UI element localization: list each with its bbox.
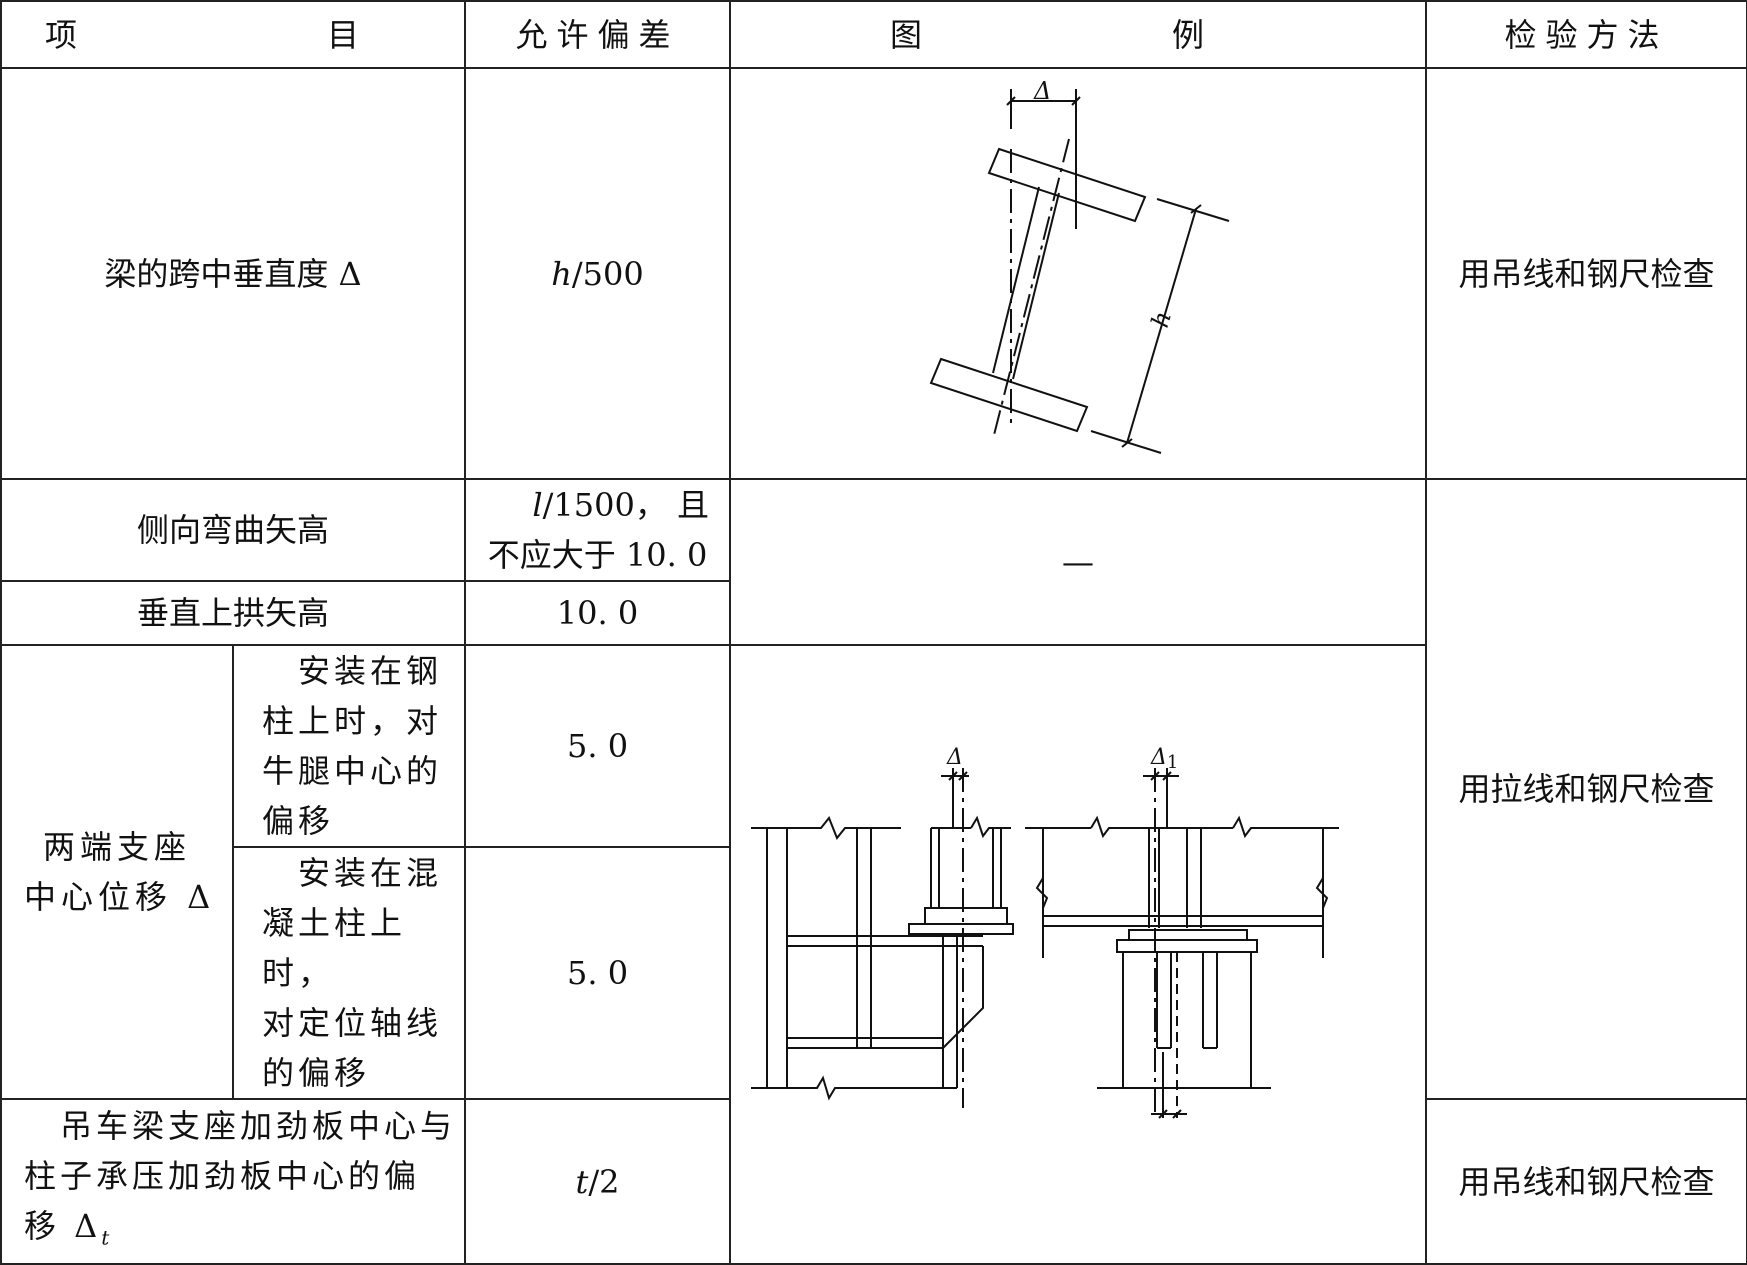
- sub-item-concrete-column: 安装在混 凝土柱上时， 对定位轴线 的偏移: [231, 846, 467, 1100]
- header-method: 检验方法: [1425, 0, 1747, 69]
- tolerance-concrete-column: 5. 0: [464, 846, 732, 1100]
- row-bearing-steel-column: 两端支座 中心位移 Δ 安装在钢 柱上时，对 牛腿中心的 偏移 5. 0: [0, 644, 1747, 1265]
- figure-none: —: [729, 478, 1428, 646]
- fig-h-label: h: [1146, 308, 1177, 331]
- header-row: 项 目 允许偏差 图 例 检验方法: [0, 0, 1747, 69]
- header-tolerance: 允许偏差: [464, 0, 732, 69]
- row-vertical-camber: 垂直上拱矢高 10. 0: [0, 580, 1747, 646]
- row-midspan-verticality: 梁的跨中垂直度 Δ h/500: [0, 67, 1747, 480]
- tolerance-midspan-verticality: h/500: [464, 67, 732, 480]
- sub-item-steel-column: 安装在钢 柱上时，对 牛腿中心的 偏移: [231, 644, 467, 848]
- fig-delta-label-left: Δ: [946, 745, 963, 770]
- item-midspan-verticality: 梁的跨中垂直度 Δ: [0, 67, 467, 480]
- item-stiffener-offset: 吊车梁支座加劲板中心与 柱子承压加劲板中心的偏 移 Δt: [0, 1098, 467, 1265]
- tolerance-stiffener-offset: t/2: [464, 1098, 732, 1265]
- bearing-offset-diagram: Δ Δ1: [731, 745, 1425, 1228]
- fig-delta1-label: Δ1: [1150, 745, 1178, 773]
- figure-tilted-beam: Δ h: [729, 67, 1428, 480]
- item-vertical-camber: 垂直上拱矢高: [0, 580, 467, 646]
- tolerance-steel-column: 5. 0: [464, 644, 732, 848]
- fig-delta-label: Δ: [1033, 77, 1051, 105]
- header-figure: 图 例: [729, 0, 1428, 69]
- method-lateral-and-bearing: 用拉线和钢尺检查: [1425, 478, 1747, 1100]
- tolerance-vertical-camber: 10. 0: [464, 580, 732, 646]
- tilted-i-beam-diagram: Δ h: [929, 77, 1425, 464]
- method-midspan-verticality: 用吊线和钢尺检查: [1425, 67, 1747, 480]
- row-lateral-bending: 侧向弯曲矢高 l/1500， 且 不应大于 10. 0 — 用拉线和钢尺检查: [0, 478, 1747, 1100]
- item-bearing-center-offset: 两端支座 中心位移 Δ: [0, 644, 234, 1100]
- header-item: 项 目: [0, 0, 467, 69]
- item-lateral-bending: 侧向弯曲矢高: [0, 478, 467, 582]
- method-stiffener-offset: 用吊线和钢尺检查: [1425, 1098, 1747, 1265]
- figure-bearing-offset: Δ Δ1: [729, 644, 1428, 1265]
- row-bearing-concrete-column: 安装在混 凝土柱上时， 对定位轴线 的偏移 5. 0: [1, 846, 1747, 1100]
- tolerance-lateral-bending: l/1500， 且 不应大于 10. 0: [464, 478, 732, 582]
